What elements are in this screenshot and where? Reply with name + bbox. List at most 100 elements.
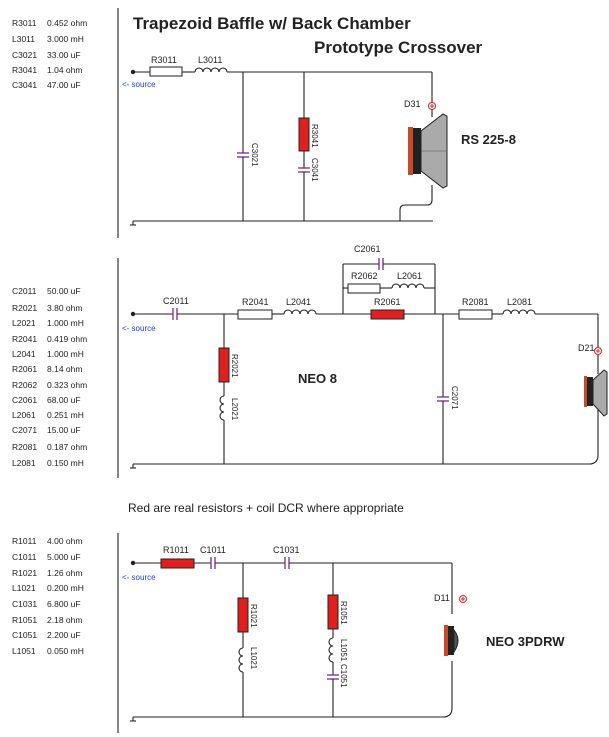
resistor-R2062 xyxy=(347,283,381,294)
label-L2041: L2041 xyxy=(286,297,311,307)
part-ref-R3041: R3041 xyxy=(12,65,37,75)
part-ref-L2081: L2081 xyxy=(12,458,36,468)
resistor-R1051 xyxy=(327,594,339,630)
speaker-woofer-icon xyxy=(408,113,448,189)
label-C3021: C3021 xyxy=(250,143,259,167)
part-value-R3011: 0.452 ohm xyxy=(47,18,87,28)
resistor-R2061 xyxy=(370,309,405,320)
label-C2071: C2071 xyxy=(450,386,459,410)
label-L2081: L2081 xyxy=(507,297,532,307)
mid-circuit: C2011 <- source R2021 L2021 R2041 L2041 … xyxy=(122,244,608,469)
part-value-R3041: 1.04 ohm xyxy=(47,65,82,75)
part-value-C3041: 47.00 uF xyxy=(47,80,81,90)
speaker-tweeter-icon xyxy=(444,625,459,656)
resistor-R3041 xyxy=(298,117,310,152)
part-value-R2081: 0.187 ohm xyxy=(47,442,87,452)
source-label-woofer: <- source xyxy=(122,80,156,89)
part-ref-C1031: C1031 xyxy=(12,599,37,609)
label-R2062: R2062 xyxy=(351,271,378,281)
inductor-L2021 xyxy=(219,395,225,421)
part-ref-L3011: L3011 xyxy=(12,34,35,44)
part-value-L3011: 3.000 mH xyxy=(47,34,84,44)
part-ref-C3021: C3021 xyxy=(12,50,37,60)
label-L2021: L2021 xyxy=(230,398,239,421)
label-L3011: L3011 xyxy=(198,55,222,65)
label-C1031: C1031 xyxy=(273,545,300,555)
part-ref-R3011: R3011 xyxy=(12,18,37,28)
part-value-R2061: 8.14 ohm xyxy=(47,364,82,374)
source-label-tweeter: <- source xyxy=(122,573,156,582)
part-value-R1011: 4.00 ohm xyxy=(47,536,82,546)
part-value-L2021: 1.000 mH xyxy=(47,318,84,328)
title-line-2: Prototype Crossover xyxy=(314,38,483,57)
inductor-L1051 xyxy=(328,637,334,663)
resistor-R3011 xyxy=(149,66,183,77)
inductor-L2081 xyxy=(502,309,536,315)
label-R1011: R1011 xyxy=(163,545,189,555)
part-ref-R1021: R1021 xyxy=(12,568,37,578)
part-ref-R2021: R2021 xyxy=(12,303,37,313)
tweeter-circuit: R1011 C1011 <- source R1021 L1021 C1031 … xyxy=(122,545,565,722)
resistor-R2081 xyxy=(458,309,493,320)
part-ref-L2041: L2041 xyxy=(12,349,36,359)
part-ref-L2061: L2061 xyxy=(12,410,36,420)
label-R1051: R1051 xyxy=(339,601,348,625)
label-C1051: C1051 xyxy=(339,664,348,688)
note-text: Red are real resistors + coil DCR where … xyxy=(128,501,404,515)
inductor-L2041 xyxy=(283,309,317,315)
part-value-L2041: 1.000 mH xyxy=(47,349,84,359)
label-R2081: R2081 xyxy=(462,297,489,307)
inductor-L3011 xyxy=(194,67,228,73)
part-ref-C2011: C2011 xyxy=(12,286,37,296)
part-ref-C3041: C3041 xyxy=(12,80,37,90)
label-R2021: R2021 xyxy=(230,354,239,378)
speaker-mid-icon xyxy=(584,369,608,417)
part-ref-R1011: R1011 xyxy=(12,536,37,546)
label-L1051: L1051 xyxy=(339,639,348,662)
label-L2061: L2061 xyxy=(397,271,422,281)
inductor-L2061 xyxy=(391,283,425,289)
label-C3041: C3041 xyxy=(310,158,319,182)
part-value-C1011: 5.000 uF xyxy=(47,552,81,562)
part-value-C2061: 68.00 uF xyxy=(47,395,81,405)
resistor-R1011 xyxy=(160,558,195,569)
resistor-R1021 xyxy=(237,597,249,633)
part-value-C3021: 33.00 uF xyxy=(47,50,81,60)
driver-ref-tweeter: D11 xyxy=(434,593,450,603)
label-C2011: C2011 xyxy=(163,296,189,306)
part-value-C2071: 15.00 uF xyxy=(47,425,81,435)
label-L1021: L1021 xyxy=(249,647,258,670)
part-ref-L2021: L2021 xyxy=(12,318,36,328)
label-R2061: R2061 xyxy=(374,297,401,307)
label-R1021: R1021 xyxy=(249,604,258,628)
driver-ref-mid: D21 xyxy=(578,343,595,353)
part-ref-L1021: L1021 xyxy=(12,583,36,593)
part-ref-R1051: R1051 xyxy=(12,615,37,625)
part-value-L1021: 0.200 mH xyxy=(47,583,84,593)
part-value-L2061: 0.251 mH xyxy=(47,410,84,420)
part-value-R1051: 2.18 ohm xyxy=(47,615,82,625)
part-ref-L1051: L1051 xyxy=(12,646,36,656)
driver-name-woofer: RS 225-8 xyxy=(461,132,516,147)
resistor-R2021 xyxy=(218,347,230,383)
part-value-L1051: 0.050 mH xyxy=(47,646,84,656)
part-value-C2011: 50.00 uF xyxy=(47,286,81,296)
label-R3011: R3011 xyxy=(151,55,177,65)
part-value-R2062: 0.323 ohm xyxy=(47,380,87,390)
part-ref-C2061: C2061 xyxy=(12,395,37,405)
source-label-mid: <- source xyxy=(122,324,156,333)
part-ref-R2062: R2062 xyxy=(12,380,37,390)
part-value-R2041: 0.419 ohm xyxy=(47,334,87,344)
label-C2061: C2061 xyxy=(354,244,381,254)
part-ref-R2081: R2081 xyxy=(12,442,37,452)
title-line-1: Trapezoid Baffle w/ Back Chamber xyxy=(133,14,411,33)
part-ref-R2041: R2041 xyxy=(12,334,37,344)
part-value-C1031: 6.800 uF xyxy=(47,599,81,609)
label-R3041: R3041 xyxy=(310,124,319,148)
driver-name-tweeter: NEO 3PDRW xyxy=(486,634,565,649)
part-value-R1021: 1.26 ohm xyxy=(47,568,82,578)
inductor-L1021 xyxy=(238,647,244,673)
